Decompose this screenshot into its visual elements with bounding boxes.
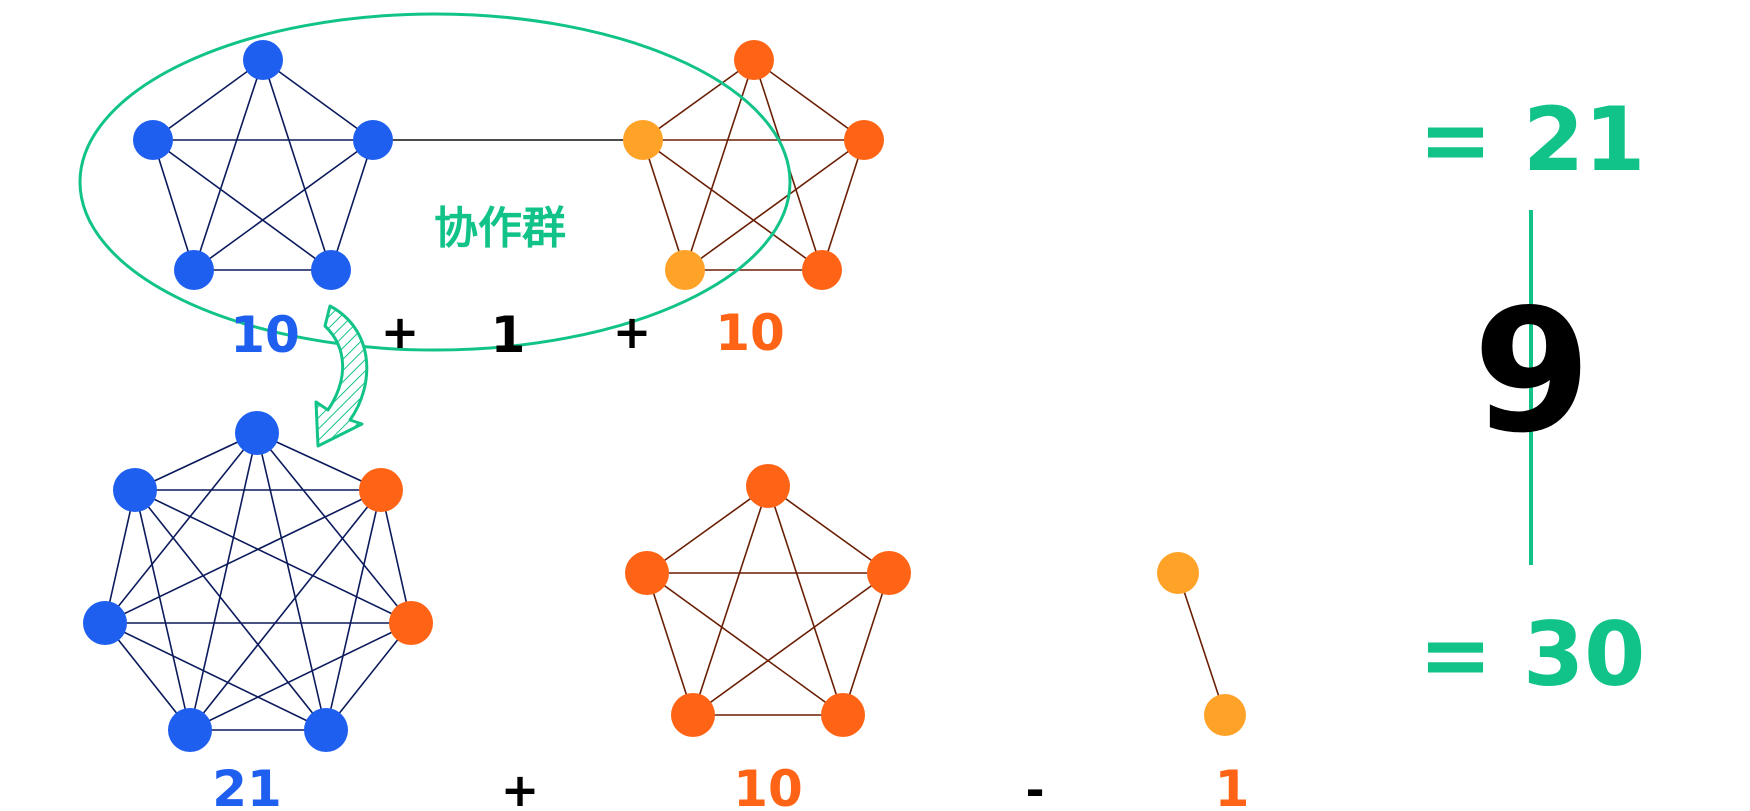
remaining-node [746,464,790,508]
top-left-node [353,120,393,160]
merged-node [304,708,348,752]
merged-clique-edge [104,622,191,731]
merged-clique-edge [104,489,382,624]
merged-clique-edge [380,489,412,624]
curved-down-arrow-icon [314,304,369,448]
remaining-clique-edge [767,485,844,716]
remaining-node [867,551,911,595]
top-right-node [802,250,842,290]
top-left-clique-edge [152,139,195,271]
difference-value: 9 [1473,273,1591,471]
top-left-clique-edge [193,59,264,271]
top-left-node [133,120,173,160]
top-left-clique-edge [193,139,374,271]
top-left-node [174,250,214,290]
merged-node [389,601,433,645]
remaining-count: 10 [733,760,803,811]
merged-clique-edge [134,489,191,731]
remaining-clique-edge [646,485,769,574]
merged-clique-edge [256,432,382,491]
top-result: = 21 [1419,88,1646,191]
merged-clique-edge [189,489,382,731]
merged-node [113,468,157,512]
nodes-layer [83,40,1246,752]
remaining-node [821,693,865,737]
remaining-node [625,551,669,595]
top-left-node [243,40,283,80]
merged-clique-edge [134,489,327,731]
merged-clique-edge [104,432,258,624]
top-right-clique-edge [642,139,686,271]
removed-node [1204,694,1246,736]
bottom-plus: + [501,763,540,811]
removed-count: 1 [1215,760,1250,811]
merged-clique-edge [325,489,382,731]
top-right-clique-edge [753,59,865,141]
bottom-result: = 30 [1419,603,1646,706]
top-right-node [623,120,663,160]
merged-clique-edge [134,489,412,624]
top-left-clique-edge [262,59,374,141]
top-right-count: 10 [715,304,785,362]
top-right-clique-edge [821,139,865,271]
merged-node [359,468,403,512]
merged-node [168,708,212,752]
group-label: 协作群 [434,203,566,254]
top-right-clique-edge [684,139,865,271]
merged-clique-edge [189,622,412,731]
remaining-clique-edge [692,572,890,716]
merged-clique-edge [104,622,327,731]
remaining-clique-edge [767,485,890,574]
remaining-node [671,693,715,737]
top-left-clique-edge [152,139,332,271]
top-left-count: 10 [230,306,300,364]
top-plus-2: + [613,305,652,359]
bridge-count: 1 [491,306,526,364]
collaboration-group-ellipse [78,12,792,352]
top-right-clique-edge [684,59,755,271]
remaining-clique-edge [646,572,694,716]
removed-node [1157,552,1199,594]
merged-clique-edge [325,622,412,731]
merged-count: 21 [212,760,282,811]
merged-node [83,601,127,645]
remaining-clique-edge [692,485,769,716]
remaining-clique-edge [842,572,890,716]
top-right-node [665,250,705,290]
bottom-minus: - [1025,763,1044,811]
top-left-clique-edge [152,59,264,141]
merged-clique-edge [134,432,258,491]
remaining-clique-edge [646,572,844,716]
merged-clique-edge [189,432,258,731]
top-right-node [844,120,884,160]
top-plus-1: + [381,305,420,359]
merged-node [235,411,279,455]
merged-clique-edge [256,432,327,731]
merged-clique-edge [104,489,136,624]
top-left-clique-edge [330,139,374,271]
removed-pair [1177,572,1226,716]
top-right-clique-edge [642,139,823,271]
top-left-clique-edge [262,59,332,271]
top-right-node [734,40,774,80]
top-left-node [311,250,351,290]
top-right-clique-edge [642,59,755,141]
edges-layer [104,59,1226,731]
merged-clique-edge [256,432,412,624]
